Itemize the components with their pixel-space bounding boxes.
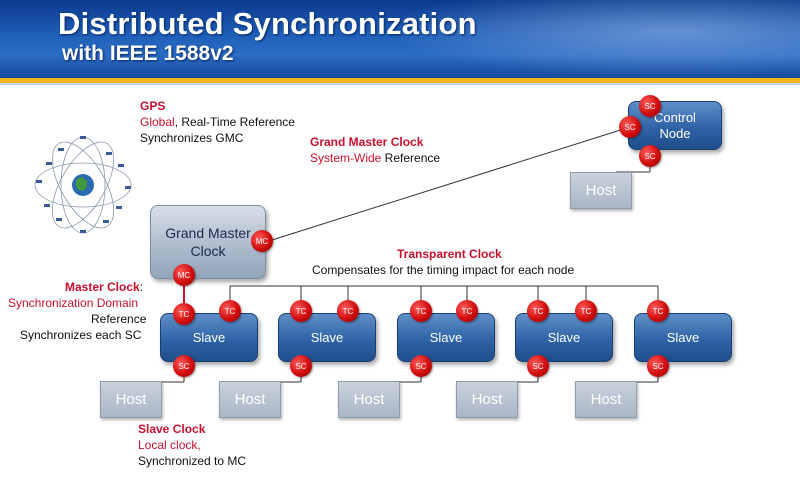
grand-master-line1: Grand Master — [165, 225, 251, 241]
control-node-line1: Control — [654, 109, 696, 125]
gm-to-control-line — [271, 126, 631, 241]
gps-line1-red: Global — [140, 115, 175, 129]
tc-badge-slave1: TC — [173, 303, 195, 325]
control-sc-badge-bottom: SC — [639, 145, 661, 167]
banner-glow — [380, 0, 800, 78]
tc-badge-slave2-right: TC — [337, 300, 359, 322]
sc-label-line2: Synchronized to MC — [138, 454, 247, 468]
gmc-label-rest: Reference — [381, 151, 441, 165]
tc-badge-slave3-left: TC — [410, 300, 432, 322]
control-sc-badge-top: SC — [639, 95, 661, 117]
page-subtitle: with IEEE 1588v2 — [62, 42, 234, 65]
gps-title: GPS — [140, 99, 166, 113]
mc-label-colon: : — [139, 280, 144, 294]
control-sc-badge-left: SC — [619, 116, 641, 138]
host-2[interactable]: Host — [219, 381, 281, 418]
host-5[interactable]: Host — [575, 381, 637, 418]
sc-label-title: Slave Clock — [138, 422, 206, 436]
control-node-line2: Node — [659, 125, 691, 141]
sc-badge-slave2: SC — [290, 355, 312, 377]
mc-label-line3: Synchronizes each SC — [20, 328, 142, 342]
tc-badge-slave1-right: TC — [219, 300, 241, 322]
slave-node-3[interactable]: Slave — [397, 313, 495, 362]
gps-line1: Global, Real-Time Reference — [140, 114, 295, 130]
sc-badge-slave1: SC — [173, 355, 195, 377]
tc-badge-slave3-right: TC — [456, 300, 478, 322]
gmc-label-red: System-Wide — [310, 151, 382, 165]
gm-mc-badge-bottom: MC — [173, 264, 195, 286]
page-title: Distributed Synchronization — [58, 6, 477, 41]
mc-label-title-row: Master Clock: — [65, 279, 143, 295]
sc-label-line1: Local clock, — [138, 438, 201, 452]
slave-node-5[interactable]: Slave — [634, 313, 732, 362]
banner-stripe — [0, 78, 800, 83]
tc-badge-slave4-right: TC — [575, 300, 597, 322]
host-4[interactable]: Host — [456, 381, 518, 418]
tc-badge-slave4-left: TC — [527, 300, 549, 322]
mc-label-line2: Reference — [91, 312, 147, 326]
mc-label-line1: Synchronization Domain — [8, 296, 139, 310]
slave-node-2[interactable]: Slave — [278, 313, 376, 362]
slave-node-4[interactable]: Slave — [515, 313, 613, 362]
gmc-label-desc: System-Wide Reference — [310, 150, 440, 166]
sc-badge-slave4: SC — [527, 355, 549, 377]
sc-badge-slave3: SC — [410, 355, 432, 377]
gps-line1-rest: , Real-Time Reference — [174, 115, 295, 129]
banner-stripe-light — [0, 83, 800, 85]
host-3[interactable]: Host — [338, 381, 400, 418]
satellite-globe-icon — [34, 136, 132, 234]
control-host[interactable]: Host — [570, 172, 632, 209]
sc-badge-slave5: SC — [647, 355, 669, 377]
tc-badge-slave2-left: TC — [290, 300, 312, 322]
tc-badge-slave5: TC — [647, 300, 669, 322]
grand-master-line2: Clock — [190, 243, 226, 259]
header-banner: Distributed Synchronization with IEEE 15… — [0, 0, 800, 78]
gmc-label-title: Grand Master Clock — [310, 135, 424, 149]
gps-line2: Synchronizes GMC — [140, 131, 244, 145]
tc-label-desc: Compensates for the timing impact for ea… — [312, 263, 575, 277]
gm-mc-badge: MC — [251, 230, 273, 252]
mc-label-title: Master Clock — [65, 280, 140, 294]
host-1[interactable]: Host — [100, 381, 162, 418]
tc-label-title: Transparent Clock — [397, 247, 502, 261]
